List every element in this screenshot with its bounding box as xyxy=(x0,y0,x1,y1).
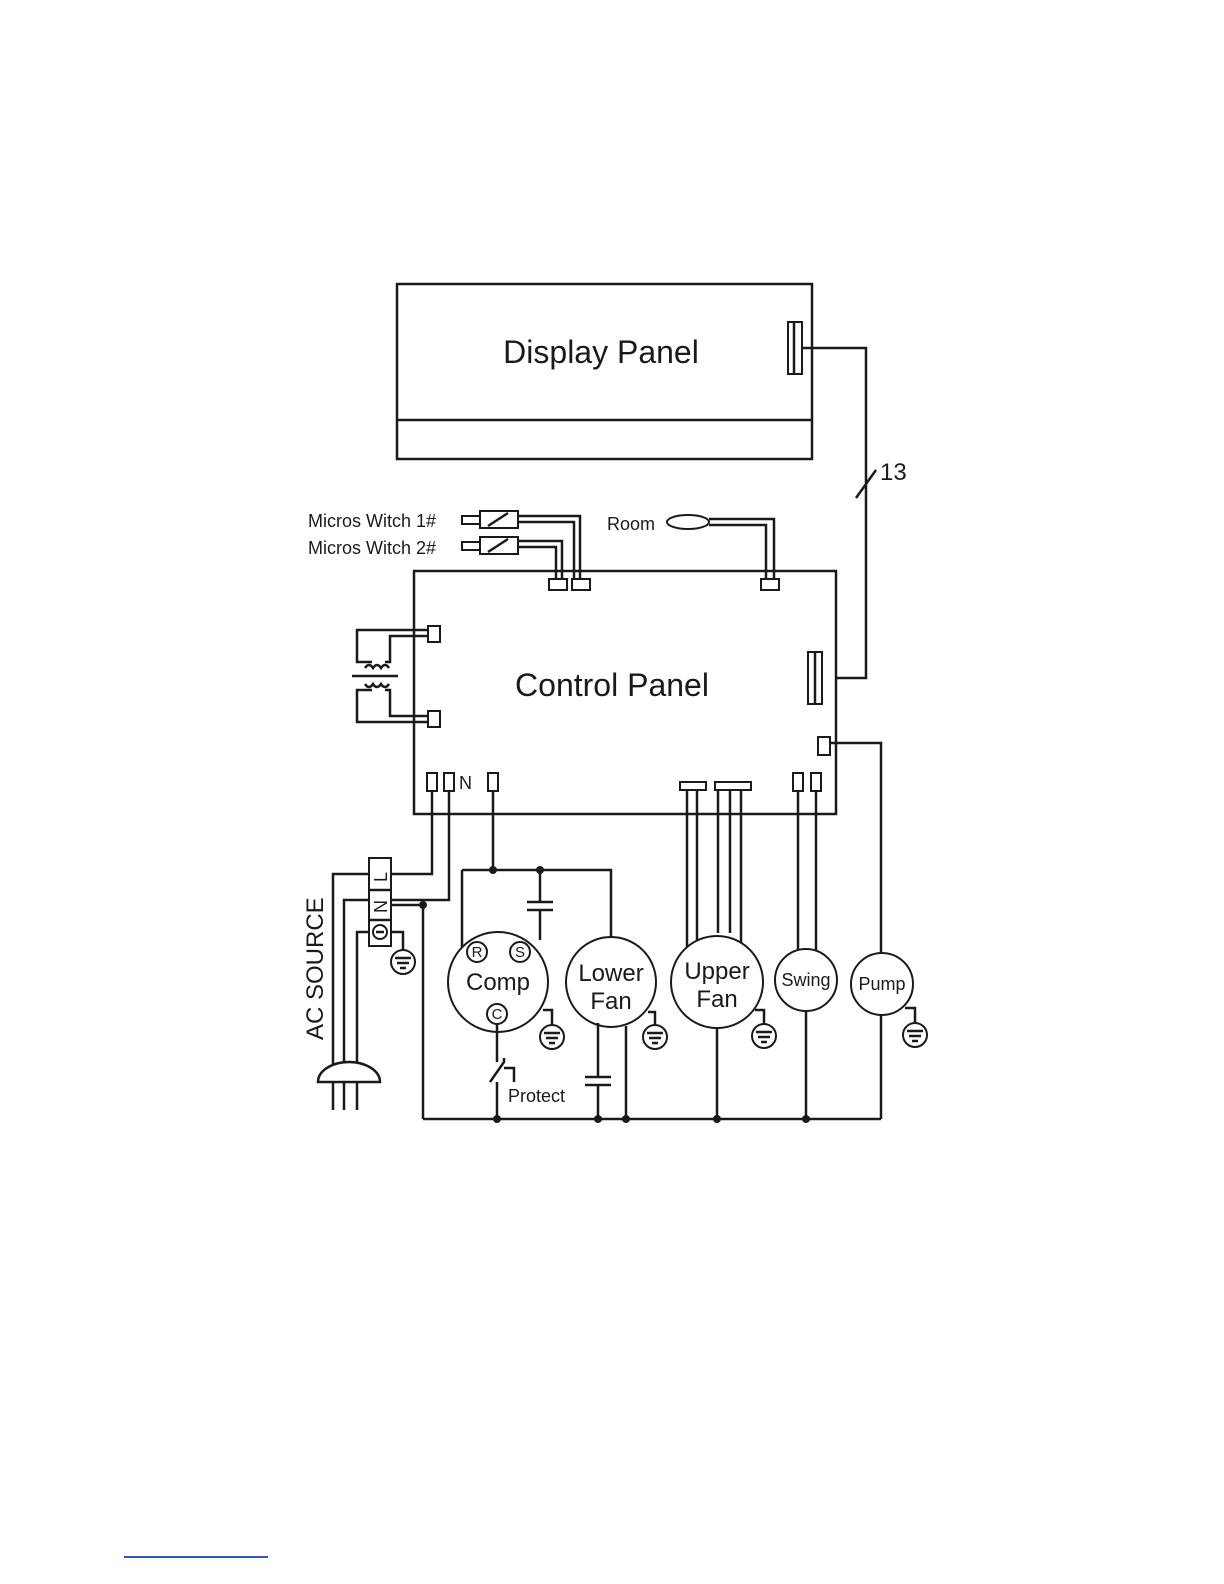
compressor-label: Comp xyxy=(466,969,530,996)
upper-fan: Upper Fan xyxy=(671,790,776,1123)
swing-label: Swing xyxy=(781,970,830,990)
footnote-rule xyxy=(124,1556,268,1558)
swing-motor: Swing xyxy=(775,791,837,1123)
neutral-label: N xyxy=(459,773,472,793)
upper-fan-label-1: Upper xyxy=(684,958,749,985)
display-panel-label: Display Panel xyxy=(503,334,699,370)
lower-fan-label-1: Lower xyxy=(578,960,643,987)
compressor: Comp R S C Protect xyxy=(448,870,565,1123)
pump: Pump xyxy=(830,743,927,1119)
lower-fan-label-2: Fan xyxy=(590,988,631,1015)
plug-icon xyxy=(318,1062,380,1082)
pump-label: Pump xyxy=(858,974,905,994)
ac-source: AC SOURCE L N xyxy=(302,791,449,1110)
control-panel: Control Panel xyxy=(414,571,836,814)
bus-wire-count: 13 xyxy=(880,459,907,486)
compressor-c-label: C xyxy=(492,1006,503,1023)
protect-label: Protect xyxy=(508,1086,565,1106)
terminal-n-label: N xyxy=(371,900,391,913)
compressor-s-label: S xyxy=(515,944,525,961)
upper-fan-label-2: Fan xyxy=(696,986,737,1013)
pump-connector xyxy=(818,737,830,755)
room-sensor-label: Room xyxy=(607,514,655,534)
terminal-l-label: L xyxy=(371,872,391,882)
micro-switch-2-label: Micros Witch 2# xyxy=(308,538,436,558)
micro-switch-1-label: Micros Witch 1# xyxy=(308,511,436,531)
display-panel: Display Panel xyxy=(397,284,812,459)
lower-fan: Lower Fan xyxy=(566,937,667,1123)
ac-source-label: AC SOURCE xyxy=(302,897,329,1040)
control-panel-label: Control Panel xyxy=(515,667,709,703)
compressor-r-label: R xyxy=(472,944,483,961)
